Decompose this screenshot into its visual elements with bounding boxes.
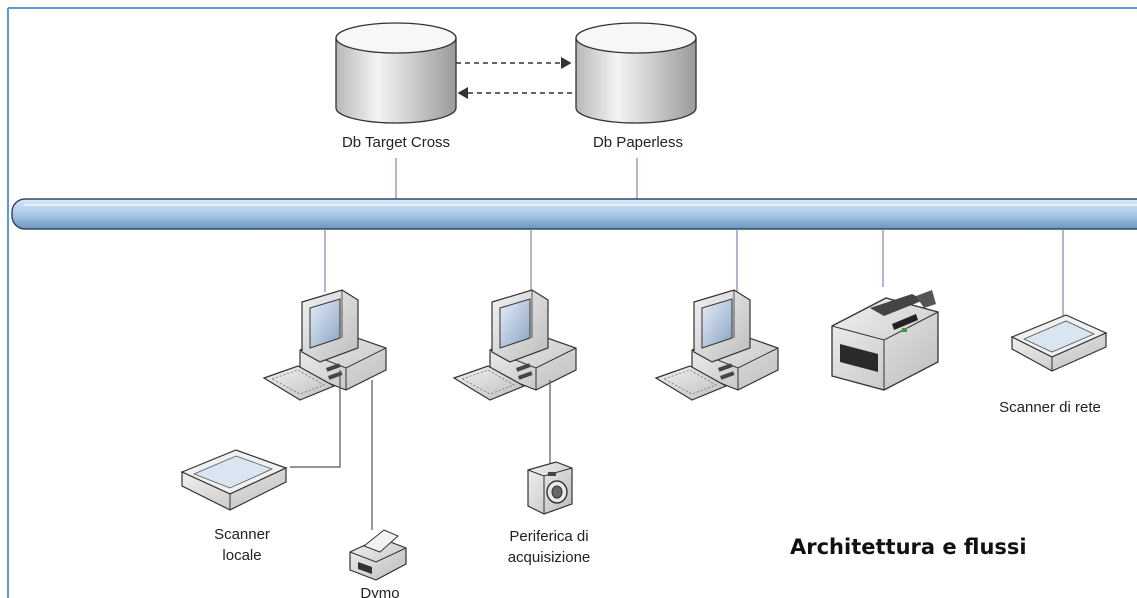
- label-periferica-line1: Periferica di: [509, 528, 589, 545]
- camera-icon: [527, 461, 573, 515]
- label-scanner-locale-line1: Scanner: [214, 526, 270, 543]
- label-dymo: Dymo: [360, 585, 400, 598]
- label-scanner-locale: Scanner locale: [192, 524, 292, 566]
- label-periferica-line2: acquisizione: [507, 549, 591, 566]
- dymo-printer-icon: [349, 529, 407, 581]
- computer-icon: [452, 289, 577, 401]
- label-scanner-locale-line2: locale: [222, 547, 262, 564]
- printer-icon: [831, 290, 939, 391]
- label-db-target-cross: Db Target Cross: [341, 134, 451, 151]
- diagram-title: Architettura e flussi: [790, 535, 1027, 559]
- computer-icon: [654, 289, 779, 401]
- frame-border: [7, 7, 1137, 598]
- label-periferica: Periferica di acquisizione: [484, 526, 614, 568]
- label-db-paperless: Db Paperless: [592, 134, 684, 151]
- db-target-cross-icon: [335, 22, 457, 124]
- db-paperless-icon: [575, 22, 697, 124]
- label-scanner-di-rete: Scanner di rete: [999, 399, 1101, 416]
- network-bus: [11, 198, 1137, 230]
- computer-icon: [262, 289, 387, 401]
- local-scanner-icon: [180, 449, 288, 511]
- network-scanner-icon: [1010, 314, 1108, 372]
- link-pc1-scanner: [290, 370, 341, 468]
